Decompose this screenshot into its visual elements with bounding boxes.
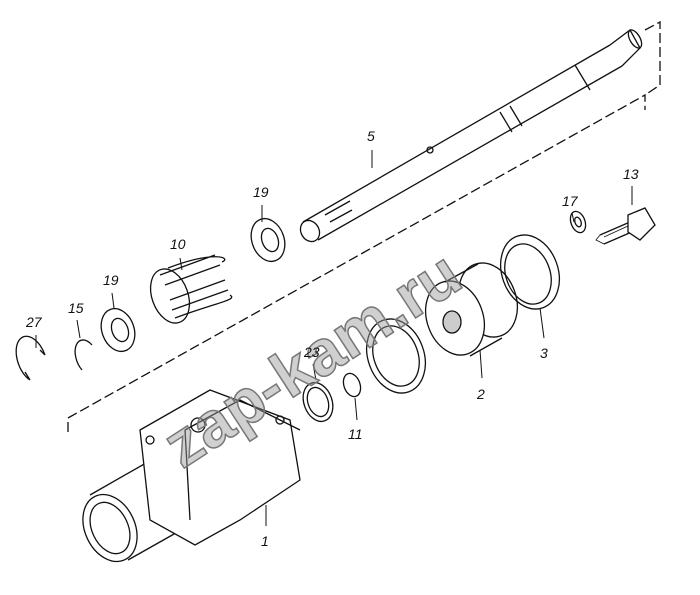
seal-3-part [500,234,560,310]
callout-2: 2 [477,386,485,402]
housing-part [82,389,301,563]
callout-19-lower: 19 [103,272,119,288]
leader-lines [35,150,633,526]
o-ring-11-part [342,372,362,398]
callout-11: 11 [348,426,363,442]
piston-part [425,262,518,357]
callout-27: 27 [26,314,42,330]
washer-17-part [569,210,587,234]
callout-13: 13 [623,166,639,182]
callout-3: 3 [540,345,548,361]
callout-15: 15 [68,300,84,316]
callout-5: 5 [367,128,375,144]
piston-seal-part [366,318,426,394]
snap-ring-15-part [74,339,93,371]
spring-part [149,254,233,324]
bolt-part [595,207,656,245]
shaft-part [299,29,643,243]
callout-19-upper: 19 [253,184,269,200]
callout-10: 10 [170,236,186,252]
washer-19-lower-part [100,307,136,353]
callout-23: 23 [304,344,320,360]
retaining-ring-27-part [15,335,46,381]
washer-19-upper-part [250,217,286,263]
callout-17: 17 [562,193,578,209]
callout-1: 1 [261,533,269,549]
assembly-dash-line [67,20,661,432]
ring-23-part [302,381,334,423]
